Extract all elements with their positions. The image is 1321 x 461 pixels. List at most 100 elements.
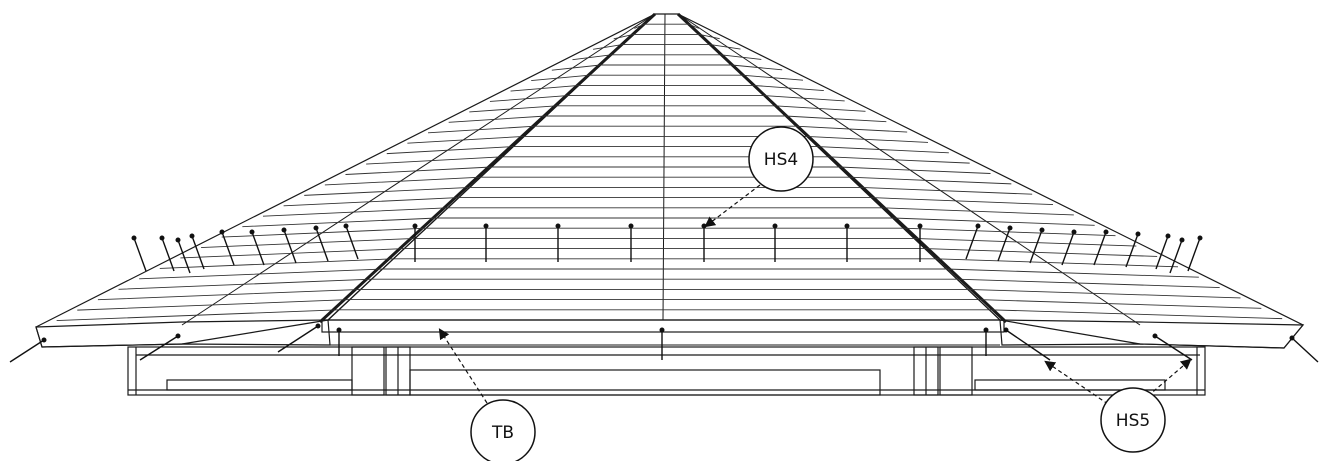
fastener [997, 227, 1011, 262]
fastener-head [281, 227, 287, 233]
fastener-head [975, 223, 981, 229]
roof-course-line [56, 309, 1283, 322]
roof-course-line [551, 64, 783, 71]
fastener-head [131, 235, 137, 241]
base-panel-left [166, 379, 353, 391]
callout-hs5-label: HS5 [1116, 411, 1150, 431]
fastener [1155, 235, 1169, 270]
roof-course-line [613, 33, 720, 40]
fastener-head [412, 223, 418, 229]
callout-hs5-bubble [1100, 387, 1166, 453]
fastener [1061, 231, 1075, 266]
fastener-head [483, 223, 489, 229]
fastener [283, 229, 297, 264]
right-eave-fascia [999, 319, 1305, 349]
callout-hs5: HS5 [1044, 358, 1192, 453]
left-hip-rafter [318, 12, 657, 324]
fastener-head [701, 223, 707, 229]
fastener-head [983, 327, 989, 333]
roof-course-line [77, 299, 1262, 311]
roof-course-line [283, 197, 1054, 207]
callout-tb-label: TB [491, 423, 514, 443]
fastener [1154, 335, 1193, 361]
fastener-head [1165, 233, 1171, 239]
callout-hs5-leader-right [1147, 358, 1192, 397]
roof-course-line [159, 258, 1179, 269]
fastener-head [1179, 237, 1185, 243]
roof-course-line [593, 44, 741, 50]
fastener-head [917, 223, 923, 229]
callout-hs4: HS4 [704, 126, 814, 228]
fastener [965, 225, 979, 260]
fastener [1125, 233, 1139, 268]
fastener [191, 235, 205, 270]
fastener-head [249, 229, 255, 235]
door-panel [409, 369, 881, 396]
fastener-head [555, 223, 561, 229]
roof-course-line [448, 115, 887, 123]
fastener-head [1152, 333, 1158, 339]
fastener [315, 227, 329, 262]
fastener [1005, 329, 1051, 361]
roof-course-line [345, 166, 991, 175]
fastener-head [1003, 327, 1009, 333]
roof-course-line [242, 217, 1095, 228]
roof-course-line [510, 84, 824, 92]
right-hip-rafter [676, 12, 1008, 324]
fastener-head [219, 229, 225, 235]
fastener [345, 225, 359, 260]
base-panel-right [974, 379, 1166, 391]
fastener-head [628, 223, 634, 229]
roof-course-line [324, 176, 1012, 186]
roof-course-line [489, 95, 845, 102]
roof-course-line [139, 268, 1199, 280]
fastener-head [159, 235, 165, 241]
fastener [251, 231, 265, 266]
fastener-head [343, 223, 349, 229]
fastener-head [189, 233, 195, 239]
roof-course-line [469, 105, 866, 113]
roof-course-line [304, 186, 1033, 196]
callout-hs4-label: HS4 [764, 150, 798, 170]
roof-course-line [407, 135, 929, 144]
roof-course-line [531, 74, 804, 82]
roof-course-line [118, 278, 1220, 290]
fastener-head [1039, 227, 1045, 233]
fastener [1029, 229, 1043, 264]
column-right-b [939, 346, 973, 396]
fastener-head [1289, 335, 1295, 341]
fastener [221, 231, 235, 266]
column-left-a [351, 346, 385, 396]
fastener-head [175, 333, 181, 339]
fastener-head [336, 327, 342, 333]
roof-course-line [221, 227, 1116, 238]
roof-course-line [366, 156, 970, 165]
callout-tb-bubble [470, 399, 536, 461]
roof-structure [35, 12, 1305, 349]
roof-course-line [572, 54, 762, 61]
fastener-head [1197, 235, 1203, 241]
fastener-head [1103, 229, 1109, 235]
fastener-head [1007, 225, 1013, 231]
fastener [133, 237, 147, 272]
base-frame [127, 346, 1206, 396]
roof-course-line [428, 125, 908, 134]
callout-tb-leader [438, 328, 488, 404]
right-secondary-hip [682, 16, 1141, 326]
roof-course-line [201, 237, 1137, 248]
roof-course-line [386, 146, 949, 155]
fastener-head [844, 223, 850, 229]
fastener [139, 335, 179, 361]
fastener-head [1071, 229, 1077, 235]
fastener [1291, 337, 1319, 363]
fastener [177, 239, 191, 274]
fastener [9, 339, 45, 363]
fastener [1093, 231, 1107, 266]
fastener-head [315, 323, 321, 329]
callout-hs5-leader-left [1044, 360, 1109, 405]
roof-courses [56, 23, 1283, 322]
roof-course-line [97, 288, 1241, 301]
fastener [1169, 239, 1183, 274]
